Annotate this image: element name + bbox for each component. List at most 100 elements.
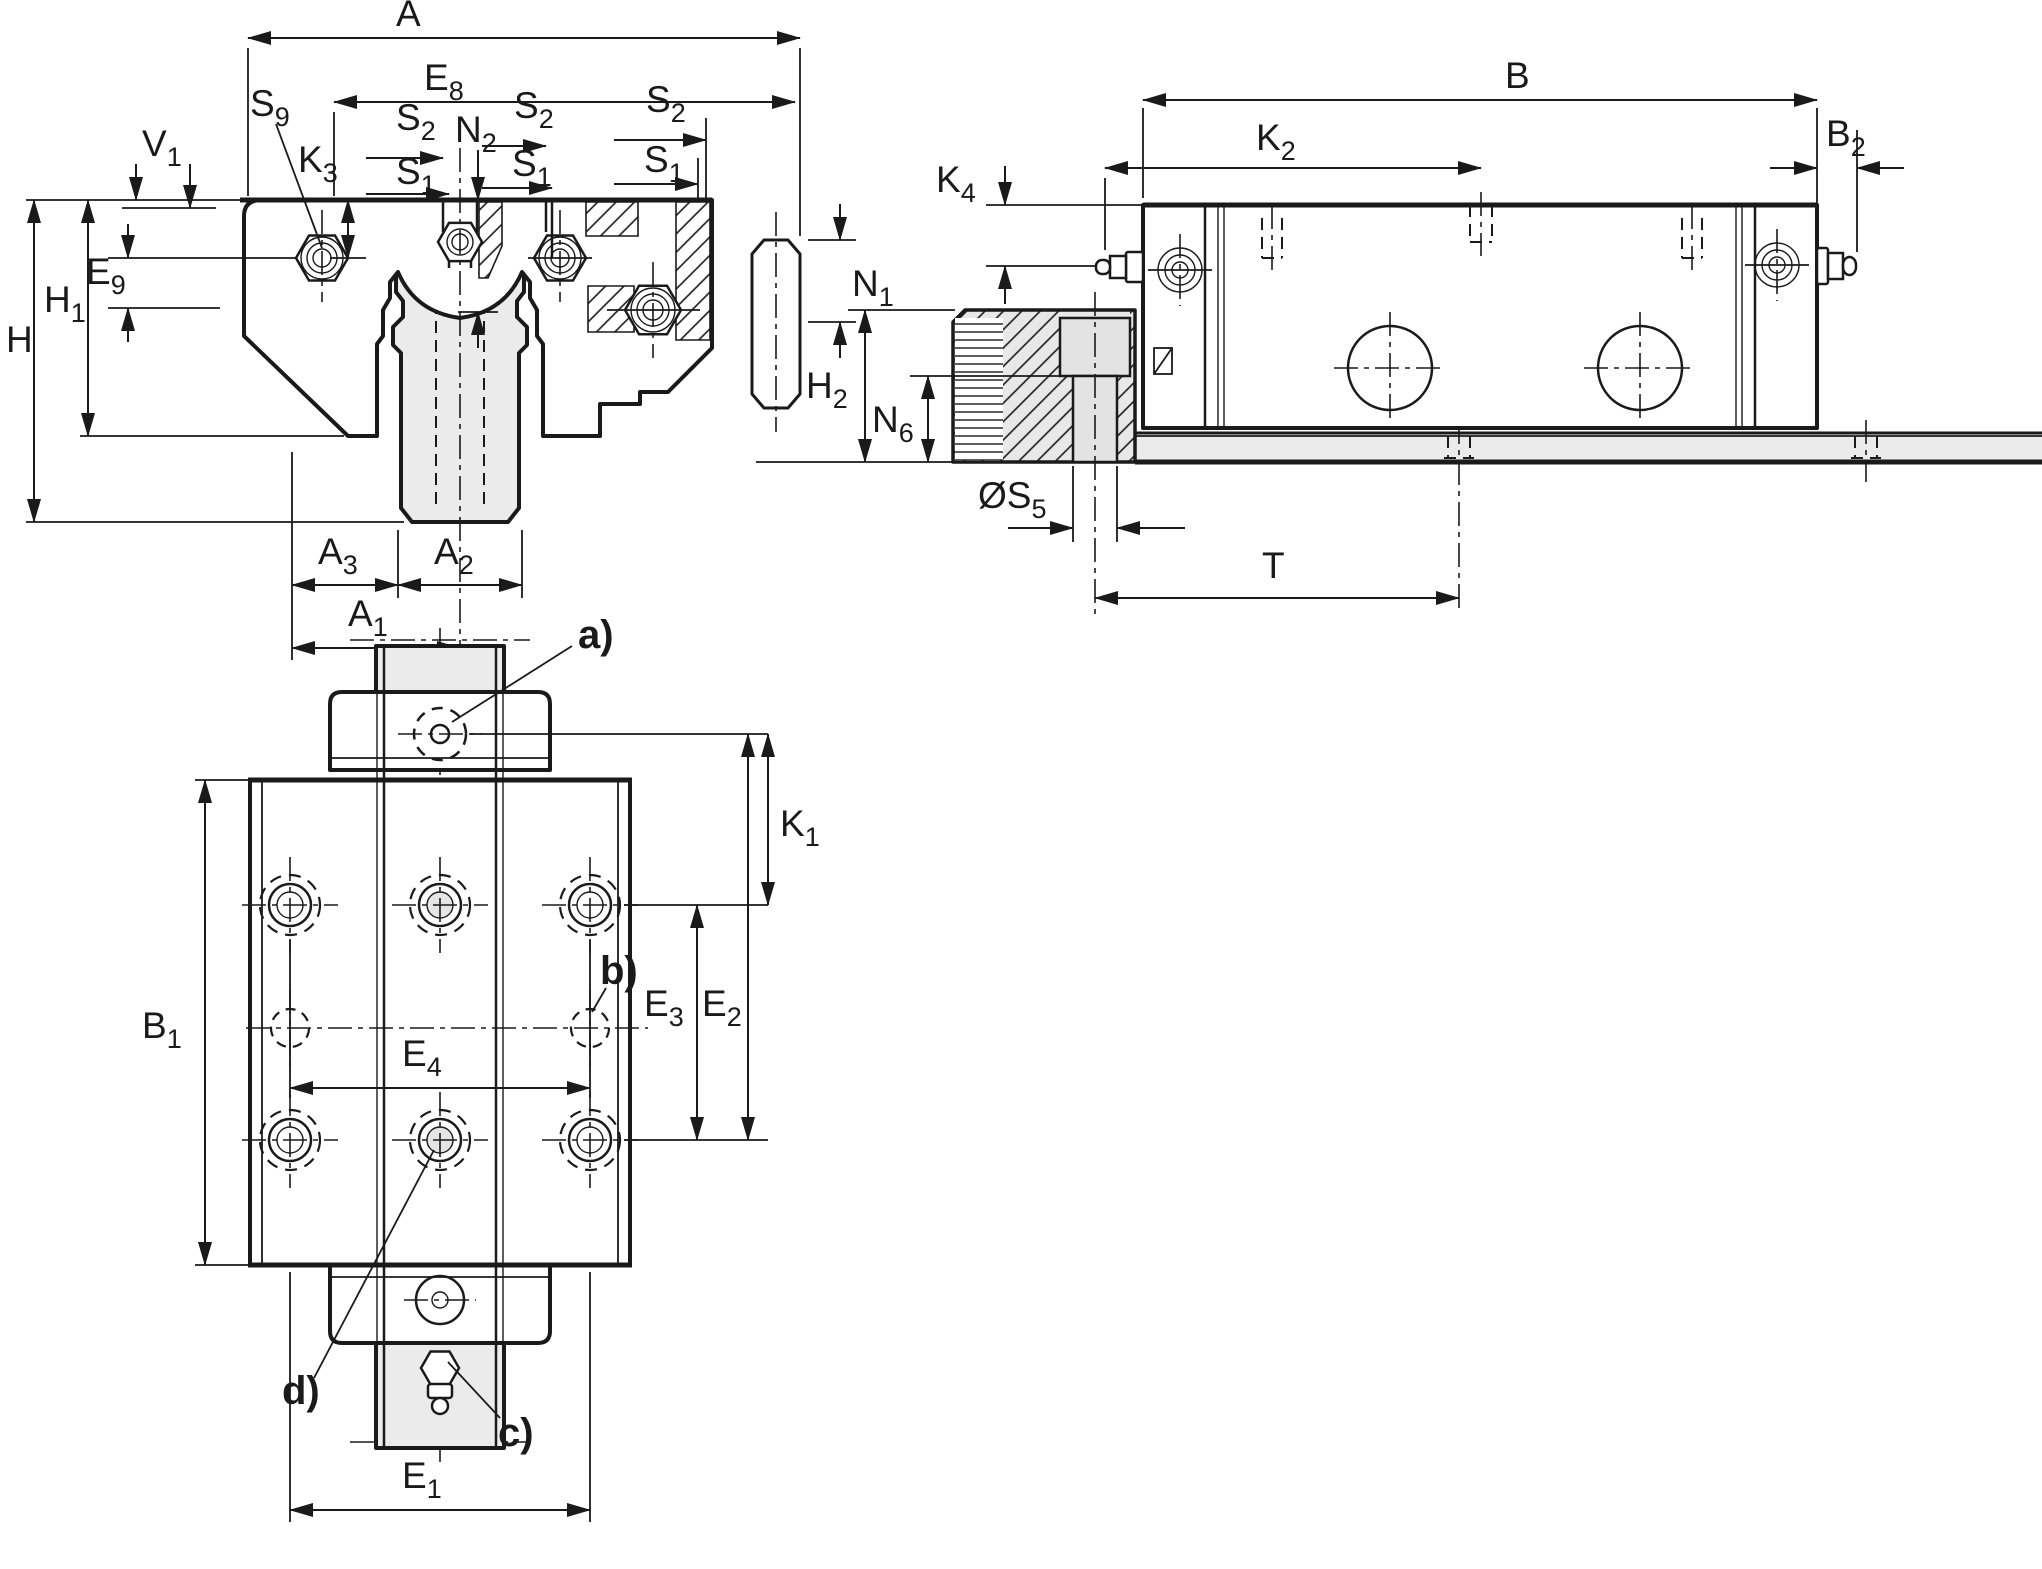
dim-label-B2: B2: [1826, 113, 1866, 162]
mounting-hole-right: [528, 200, 592, 302]
lube-nipple-plan: [419, 1350, 461, 1416]
dim-E1: E1: [289, 1272, 591, 1522]
dim-label-A: A: [396, 0, 421, 34]
rail-stub-top: [374, 644, 506, 694]
mounting-hole: [242, 857, 338, 953]
dim-A2: A2: [397, 531, 523, 592]
roller: [1334, 312, 1446, 424]
dim-S5: ØS5: [978, 466, 1185, 542]
dim-B1: B1: [142, 779, 248, 1266]
dim-label-S9: S9: [250, 83, 290, 132]
cap-window: [1153, 347, 1173, 375]
dim-label-S1: S1: [644, 139, 684, 188]
mounting-hole-low: [607, 262, 700, 358]
dim-K4: K4: [936, 159, 1143, 304]
dim-V1: V1: [70, 123, 244, 209]
dim-H2: H2: [806, 309, 955, 463]
dim-K3: K3: [298, 139, 366, 259]
hidden-screw-hole: [1261, 205, 1283, 272]
hidden-center-slot: [1469, 192, 1493, 256]
callout-label-d: d): [282, 1369, 320, 1413]
lube-port-right: [1745, 229, 1809, 301]
dim-N6: N6: [872, 375, 1060, 463]
dim-label-K4: K4: [936, 159, 976, 208]
dim-E2: E2: [702, 733, 755, 1141]
dim-label-S2: S2: [514, 85, 554, 134]
dim-label-E3: E3: [644, 983, 684, 1032]
callout-S9: S9: [250, 83, 323, 249]
dim-E9: E9: [86, 224, 296, 342]
grease-nipple-right: [1815, 246, 1858, 286]
callout-d: d): [282, 1149, 435, 1413]
dim-label-S5: ØS5: [978, 475, 1047, 524]
mounting-hole-lube: [392, 1092, 488, 1188]
dim-label-E4: E4: [402, 1033, 442, 1082]
lube-port-left: [1148, 234, 1212, 306]
dim-N1: N1: [808, 204, 894, 358]
dim-label-V1: V1: [142, 123, 182, 172]
view-side: B K2 B2 K4 H2 N6: [756, 55, 2042, 614]
dim-label-T: T: [1262, 545, 1285, 586]
dim-label-B1: B1: [142, 1005, 182, 1054]
dim-label-S1: S1: [512, 143, 552, 192]
dim-K2: K2: [1104, 117, 1482, 250]
section-hatch: [478, 201, 503, 279]
section-hatch: [587, 285, 635, 333]
dim-label-A2: A2: [434, 531, 474, 580]
dim-label-A3: A3: [318, 531, 358, 580]
retainer-strip-section: [750, 212, 802, 432]
dim-label-E1: E1: [402, 1455, 442, 1504]
dim-H1: H1: [44, 199, 344, 437]
callout-label-b: b): [600, 949, 638, 993]
dim-label-S2: S2: [396, 97, 436, 146]
dim-label-E8: E8: [424, 57, 464, 106]
dim-label-N6: N6: [872, 399, 914, 448]
dim-A3: A3: [291, 452, 523, 660]
dim-K1: K1: [761, 733, 820, 906]
rail-hole-hidden: [1444, 420, 1474, 612]
rail-hole-hidden: [1851, 420, 1881, 482]
dim-T: T: [1094, 545, 1460, 605]
section-hatch: [1060, 376, 1073, 462]
hole-bottom-plate: [404, 1274, 476, 1326]
callout-c: c): [447, 1361, 534, 1455]
dim-E4: E4: [289, 940, 591, 1098]
dim-label-A1: A1: [348, 593, 388, 642]
dim-label-K2: K2: [1256, 117, 1296, 166]
dim-E3: E3: [644, 904, 704, 1141]
dim-label-H2: H2: [806, 365, 848, 414]
callout-label-a: a): [578, 613, 614, 657]
section-hatch: [675, 201, 711, 341]
rail-side: [756, 420, 2042, 612]
dim-S2-center: S2: [366, 97, 444, 165]
hole-row-top: [242, 857, 638, 953]
serrated-strip-lines: [955, 318, 1003, 460]
view-cross-section: A E8 S9 K3 S2 S1 N2: [6, 0, 894, 660]
roller: [1584, 312, 1696, 424]
mounting-hole: [542, 857, 638, 953]
dim-B: B: [1142, 55, 1818, 242]
dim-H: H: [6, 199, 404, 523]
dim-S1-outer: S1: [614, 139, 699, 200]
dim-label-H1: H1: [44, 279, 86, 328]
dim-label-N1: N1: [852, 263, 894, 312]
hidden-screw-hole: [1681, 205, 1703, 272]
carriage-side: [1094, 192, 1858, 430]
hole-row-bottom: [242, 1092, 638, 1188]
dim-label-S2: S2: [646, 79, 686, 128]
dim-label-K3: K3: [298, 139, 338, 188]
view-plan: K1 E3 E2 E4 B1 E1: [142, 613, 820, 1522]
grease-nipple-left: [1094, 250, 1145, 284]
dim-S1-right: S1: [482, 143, 553, 195]
section-hatch: [585, 201, 639, 237]
dim-B2: B2: [1770, 113, 1904, 252]
callout-label-c: c): [498, 1411, 534, 1455]
dim-S1-center: S1: [366, 151, 450, 201]
clamp-block-section: [951, 292, 1137, 614]
mounting-hole-lube: [392, 857, 488, 953]
dim-N2: N2: [455, 109, 498, 348]
mounting-hole: [242, 1092, 338, 1188]
dim-label-H: H: [6, 319, 33, 360]
